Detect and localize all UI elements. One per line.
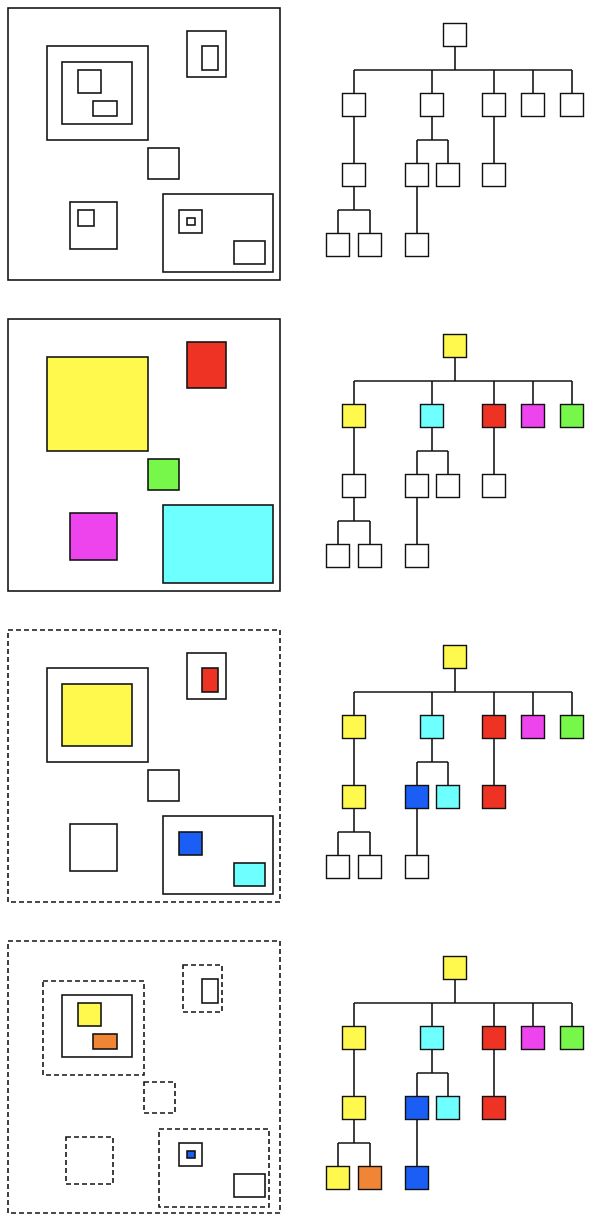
region-B1 [201,978,219,1004]
region-E2 [233,240,266,265]
region-D1 [77,209,95,227]
region-E1a [186,1150,196,1159]
region-E1 [178,831,203,856]
tree-node-c3 [481,1025,507,1051]
tree-node-c4 [520,403,546,429]
tree-node-c2a [404,162,430,188]
tree-node-c2a [404,473,430,499]
region-B1 [201,667,219,693]
region-D [69,512,118,561]
tree-node-c1a2 [357,232,383,258]
tree-node-c3a [481,1095,507,1121]
tree-node-c1a1 [325,1165,351,1191]
hierarchy-tree [325,955,585,1191]
tree-node-c3 [481,92,507,118]
tree-node-c4 [520,92,546,118]
region-C [147,458,180,491]
tree-node-c2b [435,784,461,810]
tree-node-c2 [419,714,445,740]
spatial-map [7,629,281,903]
tree-node-c2b [435,162,461,188]
tree-node-c3a [481,784,507,810]
region-A1a [77,1002,102,1027]
region-E1a [186,217,196,226]
tree-node-c1a [341,784,367,810]
tree-node-c2b [435,1095,461,1121]
tree-node-root [442,644,468,670]
panel-stage-4-level3 [7,940,585,1214]
hierarchy-tree [325,22,585,258]
tree-node-c2 [419,403,445,429]
tree-node-c3a [481,162,507,188]
region-E [162,504,274,584]
region-D [65,1136,114,1185]
region-B1 [201,45,219,71]
panel-stage-3-level2 [7,629,585,903]
tree-node-c1a1 [325,232,351,258]
panel-stage-2-level1 [7,318,585,592]
tree-node-c3 [481,714,507,740]
tree-node-c5 [559,1025,585,1051]
tree-node-c1a1 [325,854,351,880]
region-C [147,769,180,802]
tree-node-c1 [341,92,367,118]
tree-node-root [442,22,468,48]
tree-node-c5 [559,714,585,740]
spatial-map [7,318,281,592]
region-A1 [61,683,133,747]
region-A [46,356,149,452]
tree-node-c1a1 [325,543,351,569]
tree-node-c2 [419,92,445,118]
tree-node-c4 [520,714,546,740]
spatial-map [7,7,281,281]
tree-node-c3a [481,473,507,499]
tree-node-c1a [341,473,367,499]
region-C [143,1081,176,1114]
region-A1b [92,1033,118,1050]
tree-node-c5 [559,92,585,118]
tree-node-c1 [341,1025,367,1051]
region-A1b [92,100,118,117]
tree-node-c1a [341,1095,367,1121]
tree-node-c2a1 [404,543,430,569]
spatial-map [7,940,281,1214]
panel-stage-1-outline [7,7,585,281]
region-E2 [233,862,266,887]
tree-node-c2a [404,1095,430,1121]
tree-node-c1a2 [357,854,383,880]
tree-node-c3 [481,403,507,429]
tree-node-c2b [435,473,461,499]
region-E2 [233,1173,266,1198]
region-B [186,341,227,389]
tree-node-c1a2 [357,1165,383,1191]
region-A1a [77,69,102,94]
tree-node-c2a1 [404,854,430,880]
region-D [69,823,118,872]
hierarchy-tree [325,644,585,880]
tree-node-c1a [341,162,367,188]
tree-node-root [442,955,468,981]
tree-node-c2a1 [404,1165,430,1191]
tree-node-c5 [559,403,585,429]
region-C [147,147,180,180]
tree-node-c2a [404,784,430,810]
tree-node-root [442,333,468,359]
hierarchy-tree [325,333,585,569]
tree-node-c4 [520,1025,546,1051]
tree-node-c1 [341,403,367,429]
tree-node-c1 [341,714,367,740]
tree-node-c2 [419,1025,445,1051]
tree-node-c1a2 [357,543,383,569]
tree-node-c2a1 [404,232,430,258]
